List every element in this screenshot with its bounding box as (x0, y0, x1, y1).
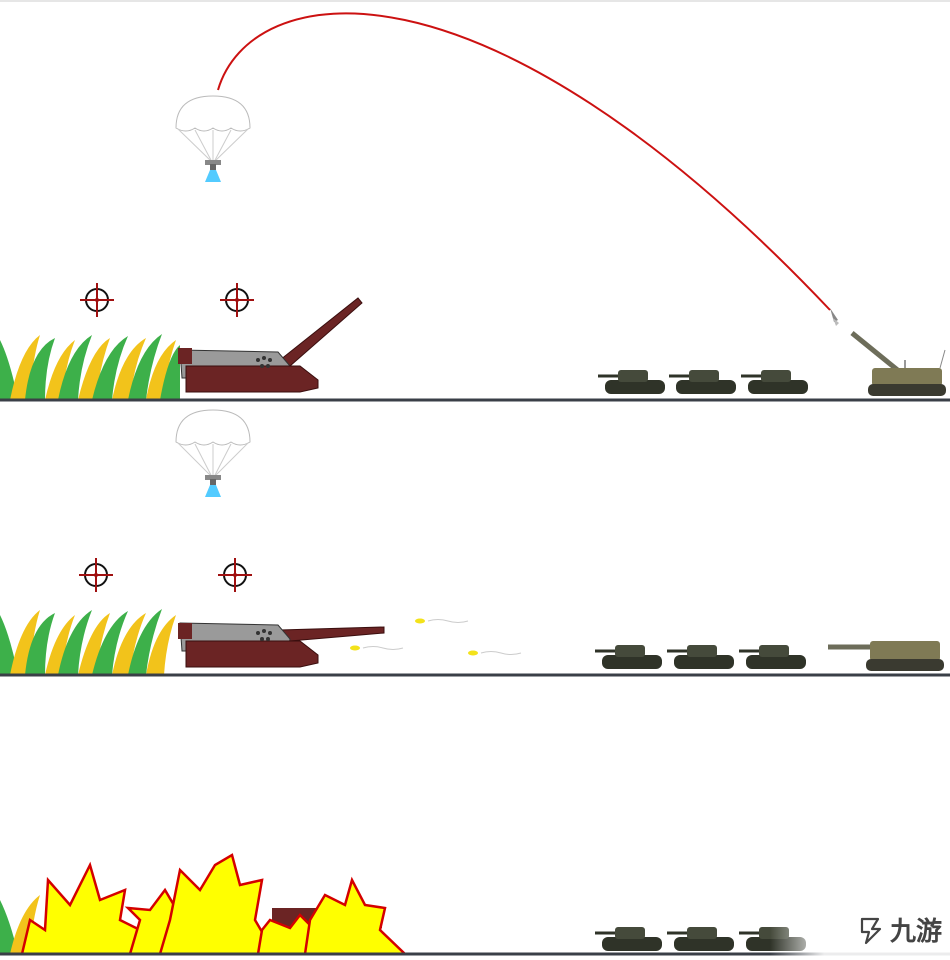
artillery-trajectory (217, 12, 831, 311)
frame-3 (0, 680, 950, 960)
artillery-shell-icon (830, 308, 839, 326)
enemy-tank (595, 645, 662, 669)
projectile-icon (415, 618, 469, 624)
player-tank (178, 297, 363, 393)
parachute-drop-icon (175, 409, 251, 497)
enemy-tank (667, 645, 734, 669)
grass-field (0, 334, 180, 400)
frame-1 (0, 0, 950, 405)
enemy-tank (595, 927, 662, 951)
frame-2 (0, 405, 950, 680)
grass-field (0, 609, 176, 675)
projectile-icon (350, 645, 404, 651)
grass-field (0, 895, 40, 954)
nine-game-logo-icon (860, 917, 882, 944)
parachute-drop-icon (175, 95, 251, 182)
watermark: 九游 (770, 890, 950, 960)
crosshair-icon (220, 283, 254, 317)
watermark-text: 九游 (889, 917, 942, 947)
crosshair-icon (80, 283, 114, 317)
watermark-logo: 九游 (856, 911, 942, 948)
enemy-howitzer (850, 331, 946, 396)
explosion-icon (20, 853, 409, 956)
crosshair-icon (218, 558, 252, 592)
enemy-howitzer (828, 641, 944, 671)
player-tank (178, 622, 385, 668)
enemy-tank (598, 370, 665, 394)
enemy-tank (669, 370, 736, 394)
enemy-tank (667, 927, 734, 951)
projectile-icon (468, 650, 522, 656)
enemy-tank (739, 645, 806, 669)
crosshair-icon (79, 558, 113, 592)
enemy-tank (741, 370, 808, 394)
